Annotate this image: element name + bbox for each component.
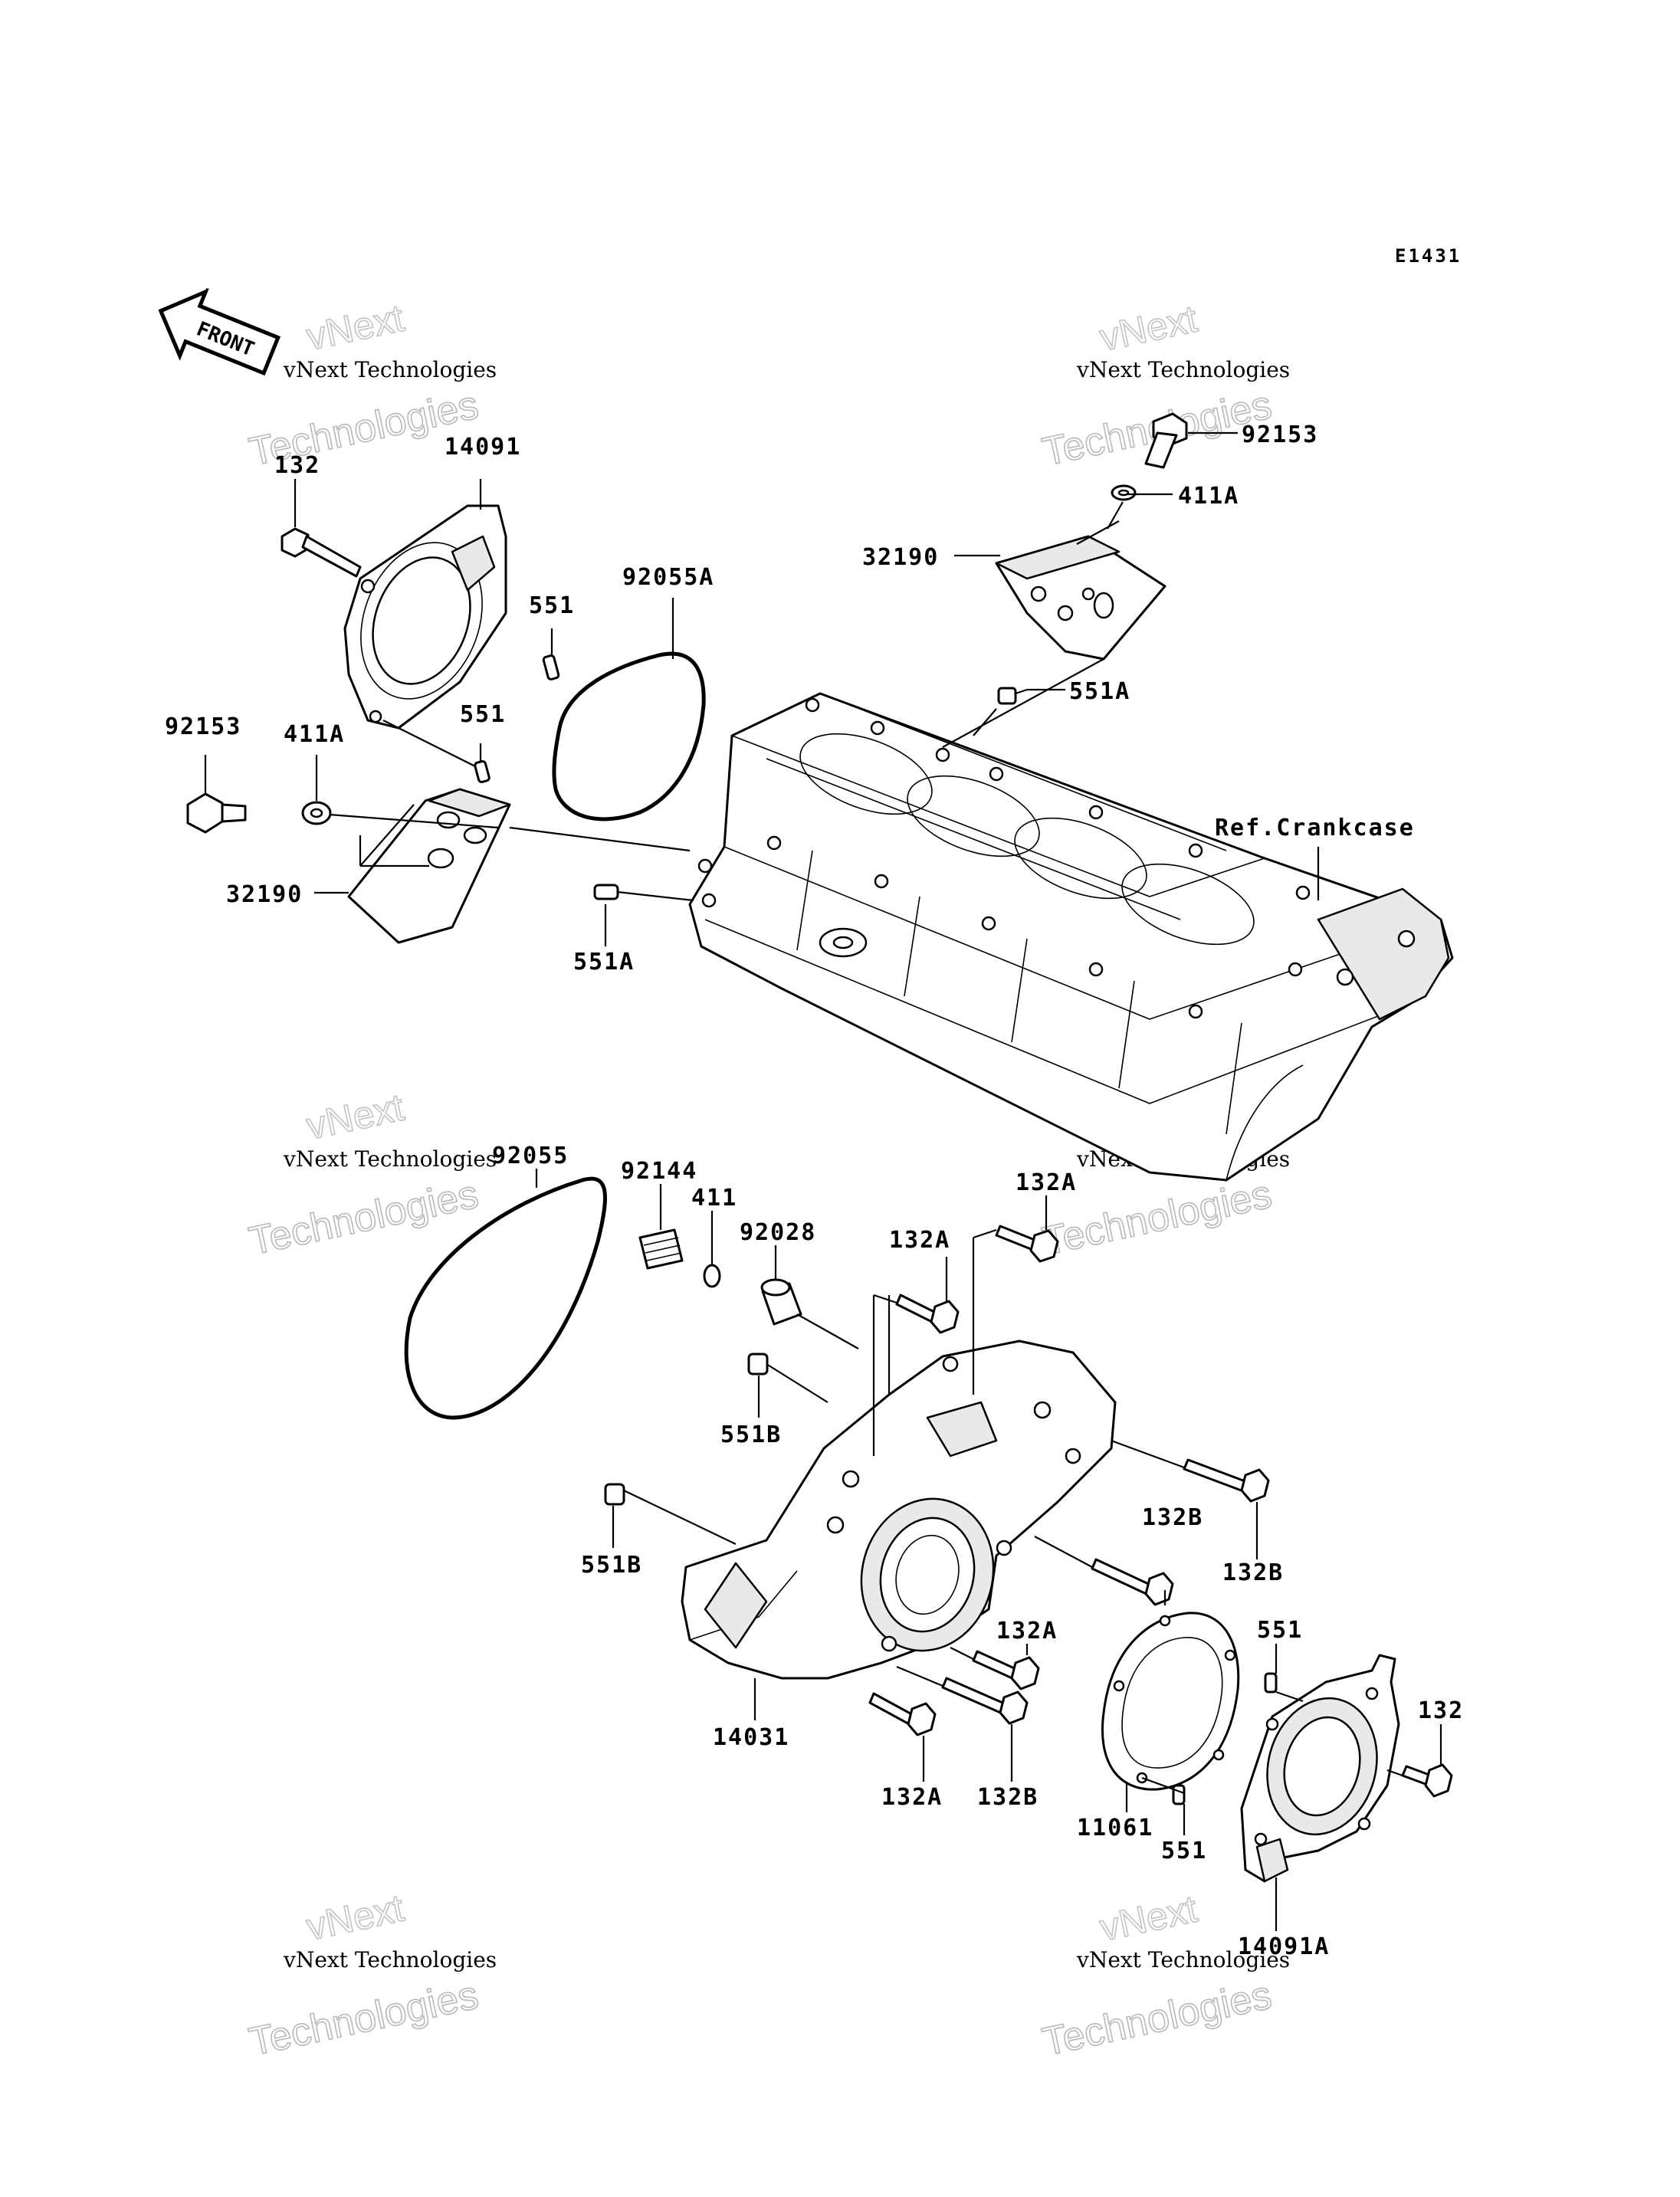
watermark-line1: vNext xyxy=(1096,297,1201,359)
oring-92055-icon xyxy=(404,1176,607,1420)
pin-551-bottom-icon xyxy=(1172,1784,1186,1805)
label-411: 411 xyxy=(691,1185,737,1212)
label-551A-top: 551A xyxy=(1069,678,1130,705)
gasket-11061-icon xyxy=(1101,1612,1240,1791)
oring-92055A-icon xyxy=(552,651,706,821)
washer-411A-top-icon xyxy=(1111,484,1137,501)
label-132-left: 132 xyxy=(274,452,320,479)
bolt-92153-top-icon xyxy=(1144,412,1188,469)
watermark-line3: Technologies xyxy=(245,1973,482,2065)
collar-92028-icon xyxy=(760,1278,802,1326)
bolt-132A-low-icon xyxy=(868,1692,937,1736)
label-92055: 92055 xyxy=(492,1143,569,1169)
spring-92144-icon xyxy=(638,1228,684,1270)
bolt-132B-mid-icon xyxy=(1091,1558,1174,1606)
watermark-line1: vNext xyxy=(303,1086,408,1148)
pin-551-right-icon xyxy=(1264,1672,1278,1694)
washer-411-icon xyxy=(703,1264,721,1288)
label-92144: 92144 xyxy=(621,1158,697,1185)
cover-14091-icon xyxy=(343,504,507,730)
part-labels: 92153 411A 32190 551A 14091 132 551 551 … xyxy=(165,421,1464,1960)
label-411A-left: 411A xyxy=(284,721,345,748)
pin-551-upper-icon xyxy=(542,654,560,680)
label-14091A: 14091A xyxy=(1238,1933,1330,1960)
pin-551B-lower-icon xyxy=(604,1483,625,1506)
bolt-132A-upper-left-icon xyxy=(895,1294,960,1334)
label-411A-top: 411A xyxy=(1178,483,1239,510)
watermark-line3: Technologies xyxy=(1039,1973,1275,2065)
watermark-bottom-left: vNext vNext Technologies Technologies xyxy=(244,1886,497,2065)
bolt-132A-top-icon xyxy=(995,1225,1059,1263)
label-551A-left: 551A xyxy=(573,949,635,976)
label-132A-a: 132A xyxy=(1016,1169,1077,1196)
label-32190-left: 32190 xyxy=(226,881,303,908)
watermark-line1: vNext xyxy=(303,1887,408,1949)
bolt-132-left-icon xyxy=(281,527,362,578)
watermark-line3: Technologies xyxy=(245,1172,482,1264)
bolt-132B-low-icon xyxy=(941,1677,1029,1725)
label-132A-b: 132A xyxy=(889,1227,950,1254)
label-92055A: 92055A xyxy=(622,564,714,591)
label-132B-b: 132B xyxy=(1222,1559,1284,1586)
label-14091: 14091 xyxy=(445,434,521,461)
cover-14091A-icon xyxy=(1240,1654,1400,1883)
watermark-line1: vNext xyxy=(303,297,408,359)
watermark-line1: vNext xyxy=(1096,1887,1201,1949)
bolt-132B-right-icon xyxy=(1183,1458,1270,1503)
watermark-line2: vNext Technologies xyxy=(283,1146,497,1172)
reference-crankcase-label: Ref.Crankcase xyxy=(1215,815,1415,841)
label-92028: 92028 xyxy=(740,1219,816,1246)
watermark-line2: vNext Technologies xyxy=(283,357,497,382)
label-551-upper: 551 xyxy=(529,592,575,619)
washer-411A-left-icon xyxy=(301,801,332,825)
bolt-92153-left-icon xyxy=(186,792,247,834)
label-132B-a: 132B xyxy=(1142,1504,1203,1531)
bolt-132-right-icon xyxy=(1401,1763,1453,1798)
label-32190-top: 32190 xyxy=(862,544,939,571)
label-551-bottom: 551 xyxy=(1161,1838,1207,1864)
label-551-right: 551 xyxy=(1257,1617,1303,1644)
label-551B-lower: 551B xyxy=(581,1552,642,1579)
label-11061: 11061 xyxy=(1077,1815,1153,1841)
watermark-line2: vNext Technologies xyxy=(283,1947,497,1972)
diagram-code: E1431 xyxy=(1395,245,1462,267)
label-132-right: 132 xyxy=(1418,1697,1464,1724)
leader-lines xyxy=(204,431,1442,1931)
label-551-lower: 551 xyxy=(460,701,506,728)
pin-551B-upper-icon xyxy=(747,1353,769,1376)
label-132A-d: 132A xyxy=(881,1784,943,1811)
watermark-line2: vNext Technologies xyxy=(1076,1947,1290,1972)
label-14031: 14031 xyxy=(713,1724,789,1751)
watermark-mid-left: vNext vNext Technologies Technologies xyxy=(244,1085,497,1264)
pin-551-lower-icon xyxy=(474,760,491,783)
crankcase-icon xyxy=(688,692,1454,1182)
bracket-32190-top-icon xyxy=(995,535,1166,661)
label-132A-c: 132A xyxy=(996,1618,1058,1644)
cover-14031-icon xyxy=(681,1340,1117,1680)
bolt-132A-mid-icon xyxy=(972,1650,1040,1690)
watermark-line2: vNext Technologies xyxy=(1076,357,1290,382)
label-92153-left: 92153 xyxy=(165,713,241,740)
watermark-bottom-right: vNext vNext Technologies Technologies xyxy=(1038,1887,1290,2065)
pin-551A-top-icon xyxy=(997,687,1017,705)
front-arrow-icon: FRONT xyxy=(158,287,281,376)
pin-551A-left-icon xyxy=(593,884,619,900)
label-92153-top: 92153 xyxy=(1242,421,1318,448)
label-132B-c: 132B xyxy=(977,1784,1039,1811)
label-551B-upper: 551B xyxy=(720,1421,782,1448)
